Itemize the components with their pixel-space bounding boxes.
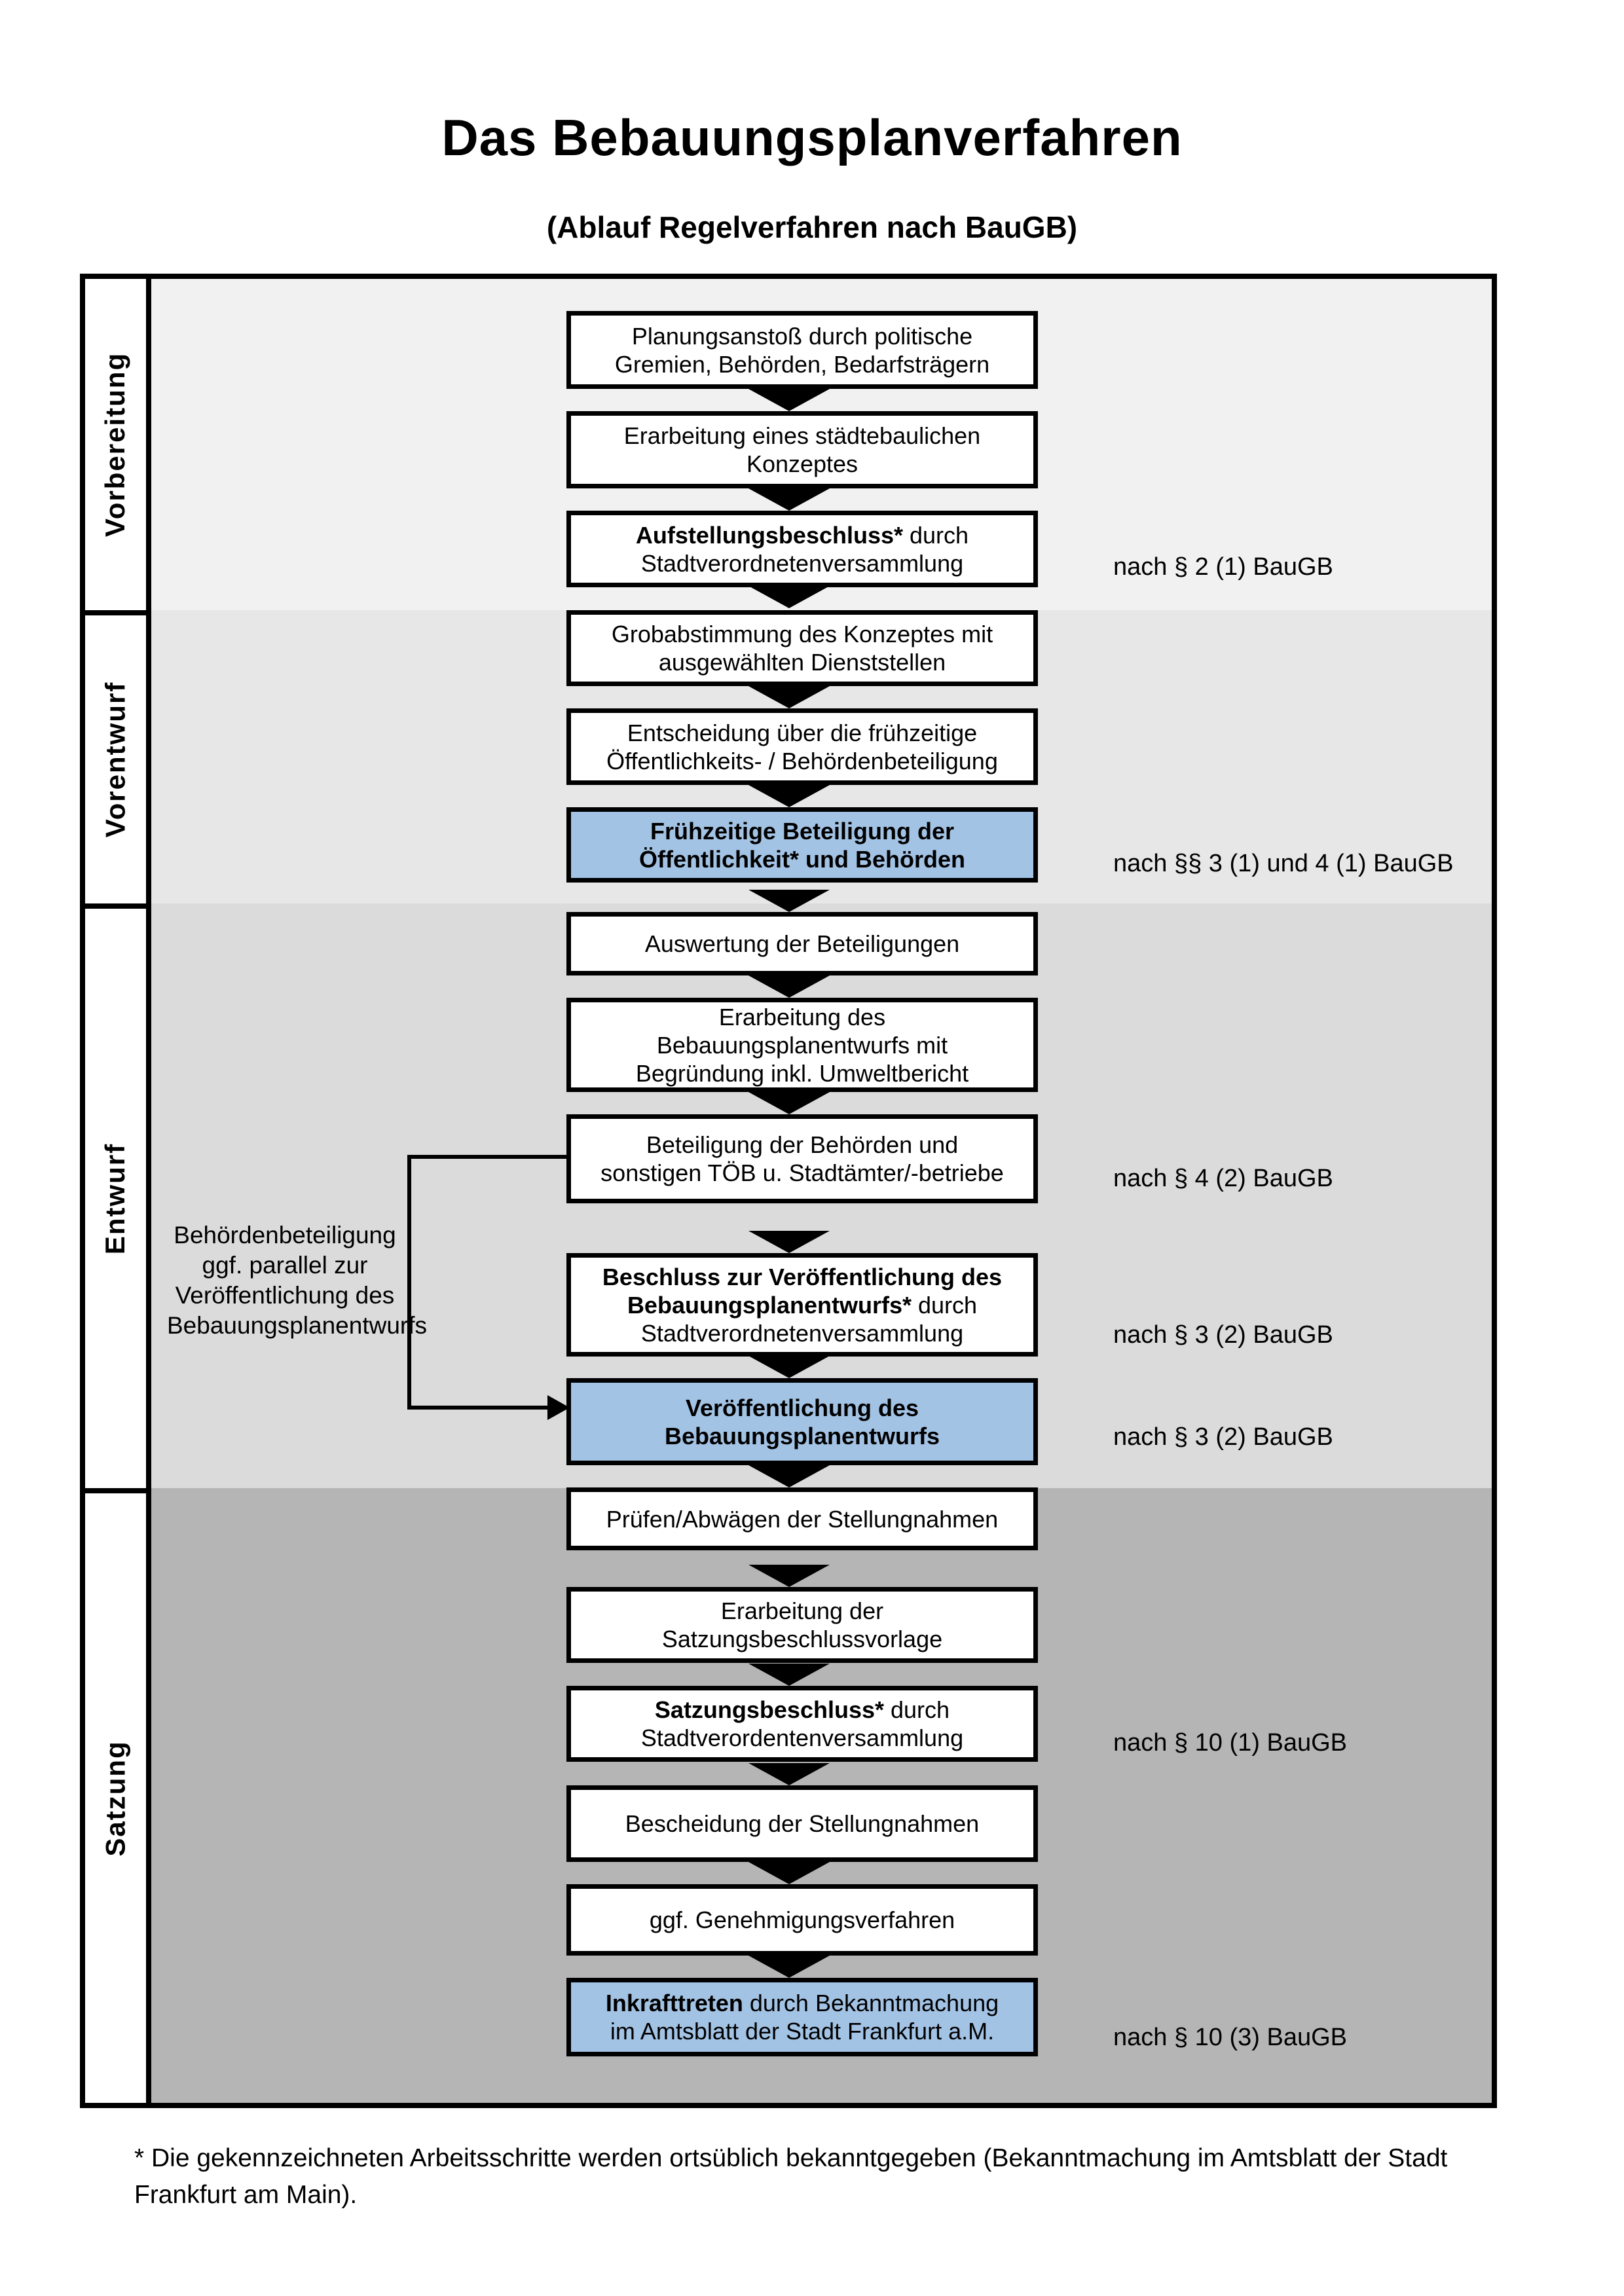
- step-text: Auswertung der Beteiligungen: [644, 930, 960, 957]
- step-text: durch: [911, 1291, 978, 1319]
- step-text-bold: Bebauungsplanentwurfs*: [627, 1291, 912, 1319]
- step-box-inkrafttreten: Inkrafttreten durch Bekanntmachung im Am…: [566, 1978, 1038, 2056]
- step-text-bold: Satzungsbeschluss*: [654, 1696, 885, 1723]
- step-text: ausgewählten Dienststellen: [658, 649, 946, 676]
- step-text: Grobabstimmung des Konzeptes mit: [611, 621, 993, 647]
- step-text: Erarbeitung der: [720, 1597, 884, 1624]
- footnote-line-1: * Die gekennzeichneten Arbeitsschritte w…: [134, 2144, 1448, 2172]
- phase-cell-entwurf: Entwurf: [85, 903, 151, 1488]
- page-title: Das Bebauungsplanverfahren: [441, 109, 1183, 166]
- step-box-entscheidung-beteiligung: Entscheidung über die frühzeitige Öffent…: [566, 708, 1038, 785]
- down-arrow-icon: [748, 1862, 830, 1884]
- page-subtitle: (Ablauf Regelverfahren nach BauGB): [546, 210, 1078, 244]
- step-box-beschluss-veroeffentlichung: Beschluss zur Veröffentlichung des Bebau…: [566, 1253, 1038, 1357]
- down-arrow-icon: [748, 1465, 830, 1487]
- step-text: Stadtverordnetenversammlung: [640, 1319, 964, 1347]
- step-text: sonstigen TÖB u. Stadtämter/-betriebe: [600, 1159, 1004, 1186]
- step-box-behoerdenbeteiligung: Beteiligung der Behörden und sonstigen T…: [566, 1114, 1038, 1203]
- down-arrow-icon: [748, 785, 830, 807]
- down-arrow-icon: [748, 686, 830, 708]
- down-arrow-icon: [748, 389, 830, 411]
- step-box-staedtebauliches-konzept: Erarbeitung eines städtebaulichen Konzep…: [566, 411, 1038, 488]
- step-text-bold: Aufstellungsbeschluss*: [635, 521, 904, 549]
- step-text-bold: Beschluss zur Veröffentlichung des: [602, 1263, 1003, 1290]
- step-box-pruefen-abwaegen: Prüfen/Abwägen der Stellungnahmen: [566, 1487, 1038, 1550]
- step-text: Inkrafttreten durch Bekanntmachung: [571, 1989, 1033, 2017]
- step-box-satzungsbeschluss: Satzungsbeschluss* durch Stadtverordente…: [566, 1686, 1038, 1762]
- step-text: Erarbeitung eines städtebaulichen: [623, 422, 981, 449]
- step-text: Satzungsbeschlussvorlage: [661, 1626, 943, 1652]
- side-note-line: Bebauungsplanentwurfs: [167, 1312, 428, 1339]
- phase-cell-satzung: Satzung: [85, 1488, 151, 2103]
- step-text: durch: [903, 521, 969, 549]
- down-arrow-icon: [748, 975, 830, 998]
- step-text: Bebauungsplanentwurfs: [664, 1422, 940, 1449]
- step-box-satzungsbeschlussvorlage: Erarbeitung der Satzungsbeschlussvorlage: [566, 1587, 1038, 1663]
- side-note-line: Behördenbeteiligung: [174, 1222, 396, 1248]
- down-arrow-icon: [748, 1956, 830, 1978]
- step-text: Bescheidung der Stellungnahmen: [625, 1810, 980, 1837]
- step-text: Gremien, Behörden, Bedarfsträgern: [614, 350, 990, 378]
- step-box-fruehzeitige-beteiligung: Frühzeitige Beteiligung der Öffentlichke…: [566, 807, 1038, 883]
- step-box-genehmigungsverfahren: ggf. Genehmigungsverfahren: [566, 1884, 1038, 1956]
- step-text: ggf. Genehmigungsverfahren: [649, 1906, 955, 1933]
- side-note-parallel-beteiligung: Behördenbeteiligung ggf. parallel zur Ve…: [167, 1220, 428, 1341]
- phase-cell-vorbereitung: Vorbereitung: [85, 279, 151, 610]
- down-arrow-icon: [748, 1231, 830, 1253]
- legal-note-paragraph-3-2-a: nach § 3 (2) BauGB: [1113, 1321, 1333, 1349]
- legal-note-paragraph-4-2: nach § 4 (2) BauGB: [1113, 1165, 1333, 1192]
- down-arrow-icon: [748, 1565, 830, 1587]
- connector-line-vertical: [407, 1155, 411, 1410]
- down-arrow-icon: [748, 488, 830, 511]
- step-text: Öffentlichkeits- / Behördenbeteiligung: [606, 747, 998, 774]
- step-text: Entscheidung über die frühzeitige: [627, 719, 978, 746]
- legal-note-paragraph-3-2-b: nach § 3 (2) BauGB: [1113, 1423, 1333, 1451]
- down-arrow-icon: [748, 1664, 830, 1686]
- down-arrow-icon: [748, 1356, 830, 1378]
- step-text: Konzeptes: [746, 450, 858, 477]
- step-box-erarbeitung-entwurf: Erarbeitung des Bebauungsplanentwurfs mi…: [566, 998, 1038, 1092]
- connector-line-bottom: [407, 1406, 549, 1410]
- step-box-aufstellungsbeschluss: Aufstellungsbeschluss* durch Stadtverord…: [566, 511, 1038, 587]
- connector-line-top: [407, 1155, 566, 1159]
- legal-note-paragraph-10-3: nach § 10 (3) BauGB: [1113, 2024, 1347, 2051]
- step-text: Bebauungsplanentwurfs* durch: [571, 1291, 1033, 1319]
- legal-note-paragraph-10-1: nach § 10 (1) BauGB: [1113, 1729, 1347, 1757]
- step-text: durch: [884, 1696, 950, 1723]
- step-text: Prüfen/Abwägen der Stellungnahmen: [606, 1505, 999, 1533]
- step-text: Frühzeitige Beteiligung der: [650, 817, 955, 845]
- step-text: Veröffentlichung des: [685, 1394, 919, 1421]
- phase-cell-vorentwurf: Vorentwurf: [85, 610, 151, 903]
- step-box-veroeffentlichung-entwurf: Veröffentlichung des Bebauungsplanentwur…: [566, 1378, 1038, 1465]
- connector-arrowhead-icon: [547, 1395, 570, 1420]
- step-text: Erarbeitung des: [718, 1003, 886, 1030]
- step-text: Stadtverordentenversammlung: [640, 1724, 964, 1751]
- down-arrow-icon: [748, 586, 830, 608]
- step-text: Planungsanstoß durch politische: [631, 322, 973, 350]
- step-text: Stadtverordnetenversammlung: [640, 549, 964, 577]
- down-arrow-icon: [748, 890, 830, 912]
- step-box-grobabstimmung: Grobabstimmung des Konzeptes mit ausgewä…: [566, 610, 1038, 686]
- down-arrow-icon: [748, 1092, 830, 1114]
- side-note-line: ggf. parallel zur: [202, 1252, 368, 1279]
- diagram-frame: [80, 274, 1497, 2108]
- step-text: Beteiligung der Behörden und: [646, 1131, 959, 1158]
- legal-note-paragraph-3-4-1: nach §§ 3 (1) und 4 (1) BauGB: [1113, 850, 1454, 877]
- step-box-bescheidung: Bescheidung der Stellungnahmen: [566, 1785, 1038, 1862]
- legal-note-paragraph-2-1: nach § 2 (1) BauGB: [1113, 553, 1333, 581]
- down-arrow-icon: [748, 1763, 830, 1785]
- step-box-planungsanstoss: Planungsanstoß durch politische Gremien,…: [566, 311, 1038, 389]
- step-text: im Amtsblatt der Stadt Frankfurt a.M.: [610, 2018, 995, 2045]
- step-text: Bebauungsplanentwurfs mit: [656, 1031, 948, 1059]
- footnote-line-2: Frankfurt am Main).: [134, 2181, 358, 2209]
- step-box-auswertung: Auswertung der Beteiligungen: [566, 912, 1038, 975]
- step-text: Begründung inkl. Umweltbericht: [635, 1059, 969, 1087]
- step-text: durch Bekanntmachung: [743, 1990, 999, 2016]
- side-note-line: Veröffentlichung des: [175, 1282, 395, 1309]
- step-text: Aufstellungsbeschluss* durch: [571, 521, 1033, 549]
- step-text: Satzungsbeschluss* durch: [571, 1696, 1033, 1724]
- step-text: Öffentlichkeit* und Behörden: [638, 845, 966, 873]
- step-text-bold: Inkrafttreten: [605, 1990, 743, 2016]
